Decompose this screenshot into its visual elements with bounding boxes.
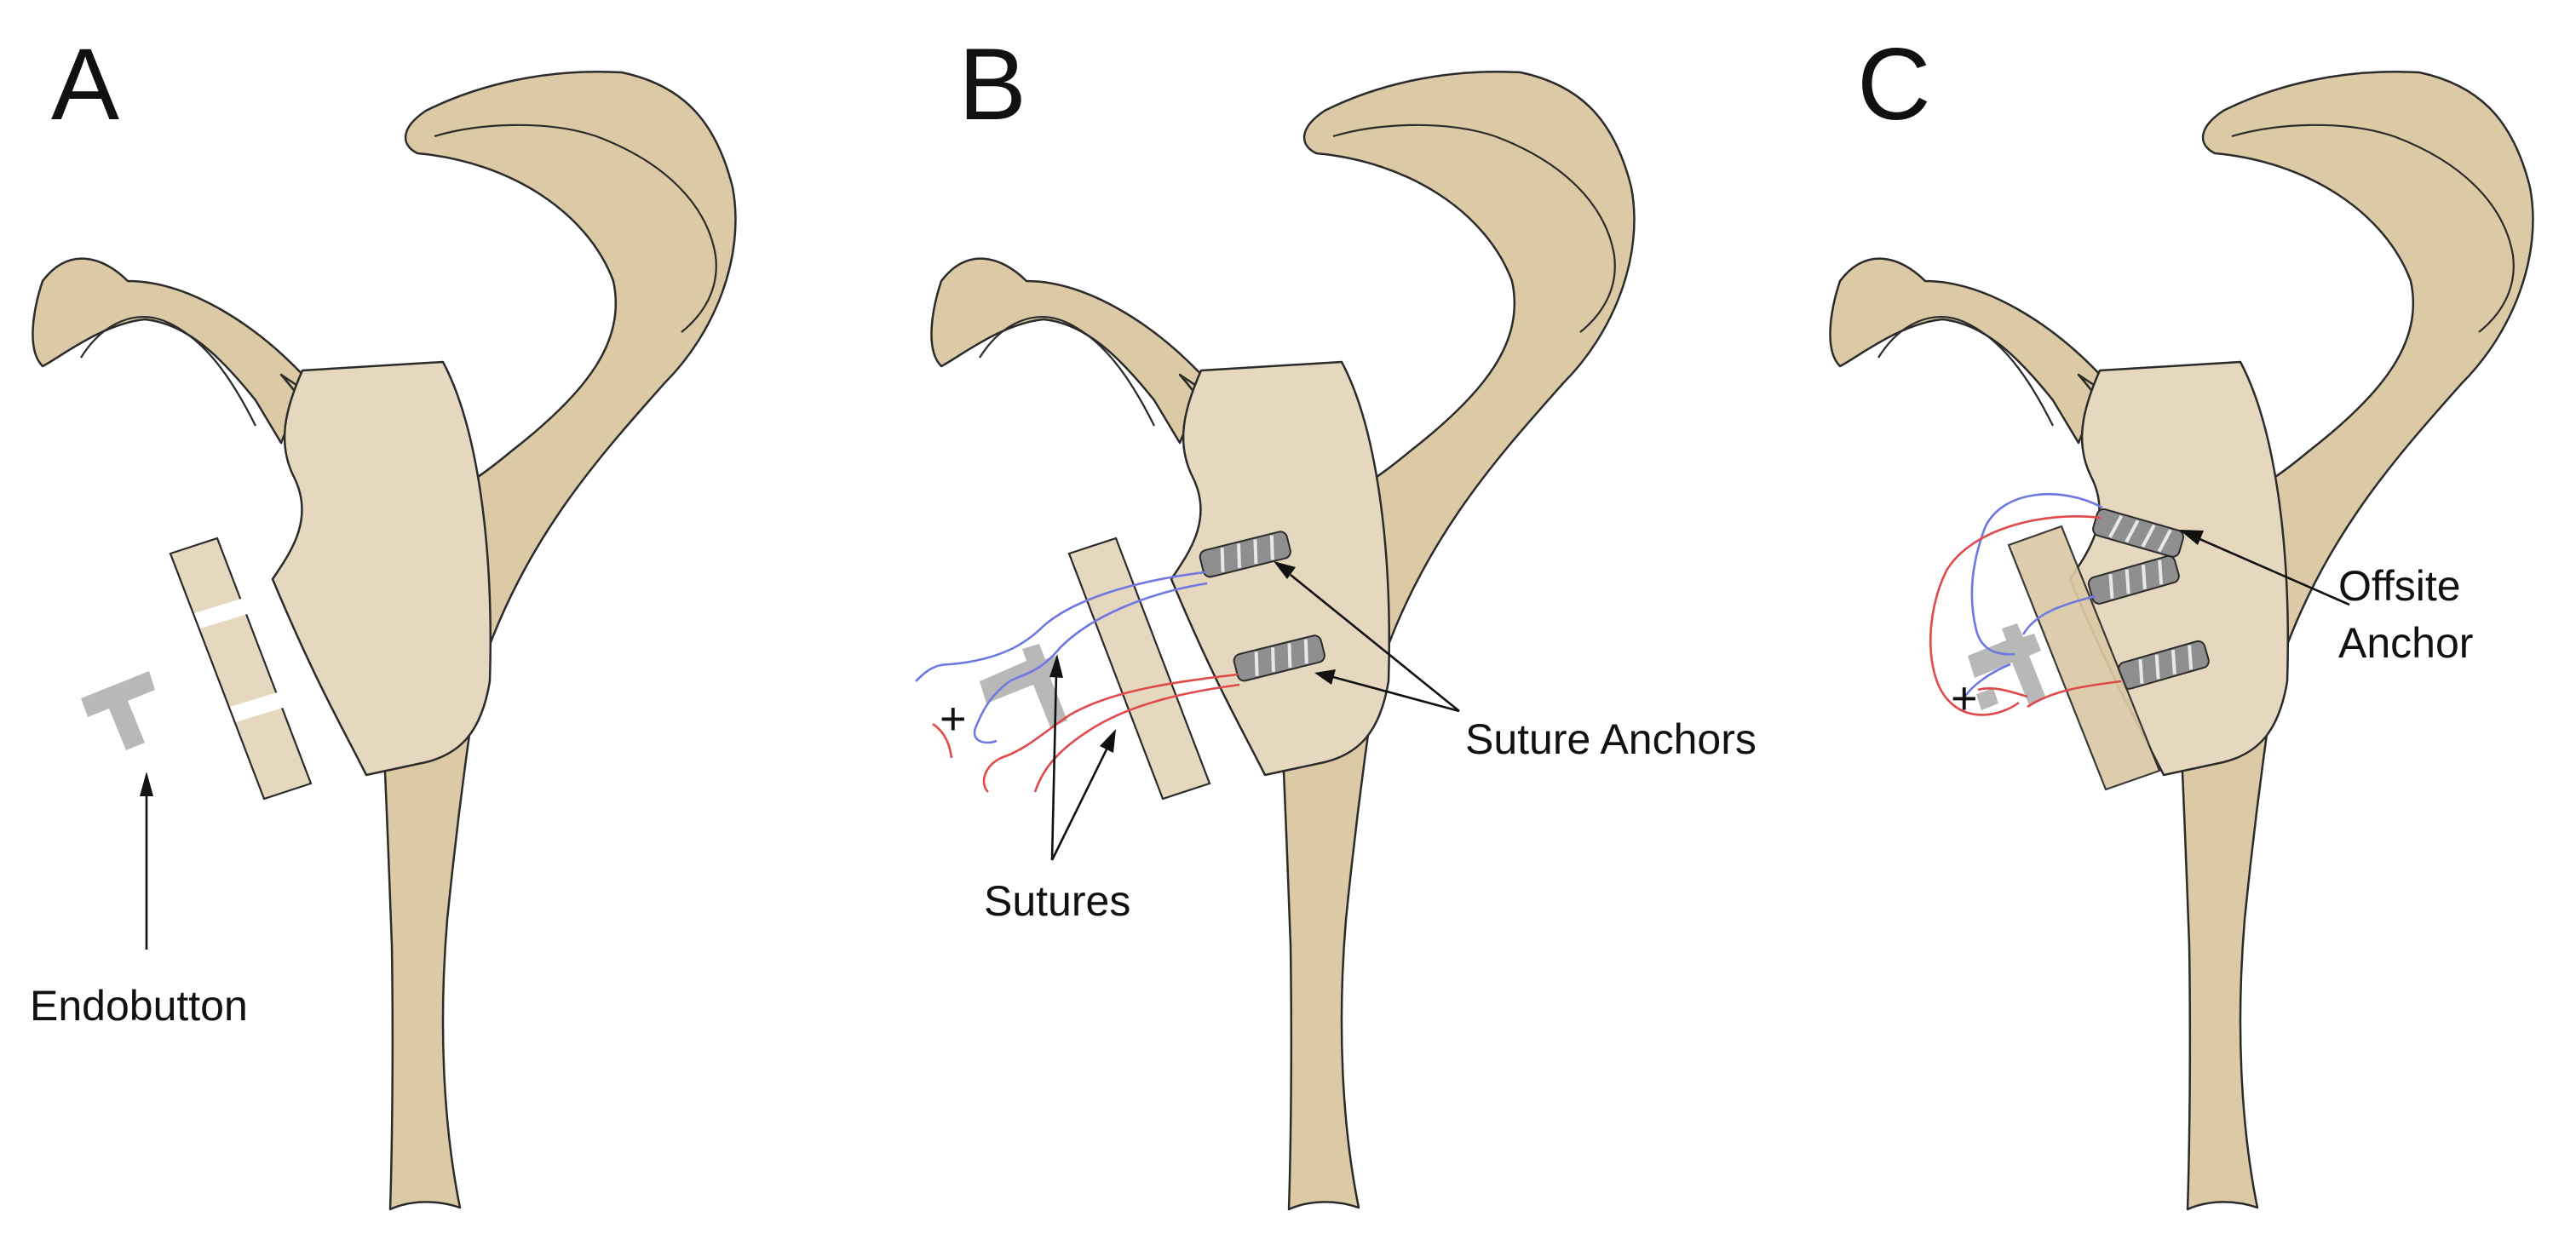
- panel-c: C + Offsite Anch: [1829, 27, 2534, 1211]
- sutures-c: [1929, 493, 2122, 716]
- panel-letter-a: A: [51, 27, 119, 141]
- offsite-anchor-arrow: [2179, 530, 2350, 606]
- panel-letter-c: C: [1857, 27, 1931, 141]
- offsite-anchor-label-line1: Offsite: [2338, 562, 2461, 610]
- knot-plus-c: +: [1951, 673, 1978, 724]
- endobutton-label: Endobutton: [30, 982, 248, 1030]
- suture-anchor-arrows: [1274, 561, 1460, 713]
- endobutton-c: [1968, 623, 2046, 710]
- endobutton-arrow: [140, 772, 153, 950]
- scapula-b: [930, 70, 1636, 1211]
- panel-a: A Endobutton: [30, 27, 737, 1211]
- scapula-a: [32, 70, 737, 1211]
- panel-letter-b: B: [958, 27, 1026, 141]
- bone-graft-a: [169, 537, 313, 801]
- knot-plus-b: +: [940, 693, 967, 744]
- sutures-label: Sutures: [984, 877, 1130, 925]
- sutures-b: [915, 571, 1240, 793]
- suture-arrows: [1049, 654, 1116, 861]
- endobutton-a: [81, 671, 155, 750]
- panel-b: B + Sutures: [915, 27, 1757, 1211]
- bone-graft-b: [1067, 537, 1211, 801]
- endobutton-b: [980, 644, 1067, 727]
- offsite-anchor-label-line2: Anchor: [2338, 619, 2473, 667]
- suture-anchors-label: Suture Anchors: [1465, 715, 1757, 763]
- bone-graft-c: [2007, 525, 2161, 791]
